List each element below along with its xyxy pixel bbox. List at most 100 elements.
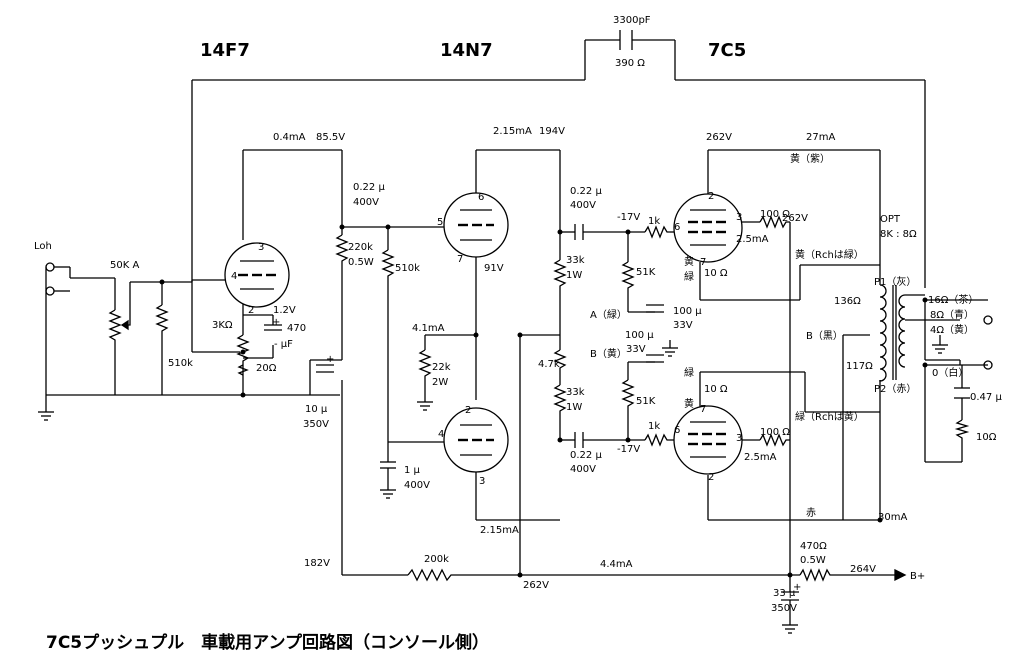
stage1-pin-p: 3	[258, 242, 264, 253]
stage2-mid-r: 4.7k	[538, 359, 560, 370]
screen-resistor-a	[759, 215, 790, 229]
stage1-current: 0.4mA	[273, 132, 306, 143]
output-lead-k-bot: 緑	[684, 366, 694, 379]
volume-label: 50K A	[110, 260, 139, 271]
output-pin7-top: 7	[700, 257, 706, 268]
grid-stopper-1k-a	[644, 225, 670, 239]
ground-tail	[417, 401, 433, 411]
ground-input	[38, 411, 54, 421]
stage2-pin4: 4	[438, 429, 444, 440]
output-transformer	[879, 284, 993, 382]
stage1-grid-r: 510k	[168, 358, 193, 369]
tube-name-v2: 14N7	[440, 40, 493, 61]
opt-label: OPT	[880, 214, 901, 225]
mid-resistor-4k7	[553, 349, 567, 375]
tube-v1	[224, 242, 290, 308]
dropping-resistor-200k	[407, 568, 458, 582]
supply-v262: 262V	[523, 580, 549, 591]
output-screen-i-bot: 2.5mA	[744, 452, 777, 463]
stage1-pin-k: 2	[248, 305, 254, 316]
output-grid-v-top: -17V	[617, 212, 640, 223]
tail-resistor-22k	[418, 349, 432, 380]
tube-name-v1: 14F7	[200, 40, 250, 61]
output-lead-top: 黄（紫）	[790, 152, 830, 165]
stage1-plate-v: 85.5V	[316, 132, 345, 143]
output-pin3-bot: 3	[736, 433, 742, 444]
stage2-tail-r: 22k	[432, 362, 451, 373]
feedback-cap-label: 3300pF	[613, 15, 651, 26]
output-cap-bot-v: 400V	[570, 464, 596, 475]
opt-p1: P1（灰）	[874, 275, 916, 288]
stage1-coupling-cap: 0.22 μ	[353, 182, 385, 193]
output-lead-k-top: 黄	[684, 255, 694, 268]
opt-tap8: 8Ω（青）	[930, 308, 974, 321]
speaker-terminal-common	[983, 360, 993, 370]
stage1-dec-cap-plus: +	[326, 354, 334, 365]
output-cap-bot: 0.22 μ	[570, 450, 602, 461]
volume-pot	[108, 309, 122, 345]
supply-cap-v: 350V	[771, 603, 797, 614]
output-lead-k-top2: 緑	[684, 270, 694, 283]
stage1-pin-g: 4	[231, 271, 237, 282]
cathode-resistor-3k	[236, 334, 250, 375]
stage2-pin7: 7	[457, 254, 463, 265]
opt-lead-p1: 黄（Rchは緑）	[795, 248, 864, 261]
stage2-current-top: 2.15mA	[493, 126, 532, 137]
output-lead-red: 赤	[806, 507, 816, 519]
output-bias-cap-top-v: 33V	[673, 320, 693, 331]
stage1-cath-cap-plus: +	[272, 317, 280, 328]
opt-r1: 136Ω	[834, 296, 861, 307]
ground-supply	[782, 624, 798, 634]
stage2-pin3: 3	[479, 476, 485, 487]
stage2-load-r2: 33k	[566, 387, 585, 398]
output-screen-r-bot: 100 Ω	[760, 427, 790, 438]
stage1-dec-cap-v: 350V	[303, 419, 329, 430]
output-pin6-top: 6	[674, 222, 680, 233]
stage1-cath-cap-unit: - μF	[274, 339, 293, 350]
supply-r470-w: 0.5W	[800, 555, 826, 566]
bias-resistor-51k-b	[621, 379, 635, 410]
output-pin7-bot: 7	[700, 404, 706, 415]
output-cap-top-v: 400V	[570, 200, 596, 211]
output-cath-r-top: 10 Ω	[704, 268, 728, 279]
output-grid-r-top: 1k	[648, 216, 660, 227]
plate-resistor-220k	[335, 234, 349, 270]
output-bias-cap-top: 100 μ	[673, 306, 702, 317]
opt-lead-p2: 緑（Rchは黄）	[795, 410, 864, 423]
supply-r470: 470Ω	[800, 541, 827, 552]
stage1-dec-cap: 10 μ	[305, 404, 328, 415]
opt-zobel-r: 10Ω	[976, 432, 997, 443]
output-pin2-top: 2	[708, 191, 714, 202]
stage1-cath-r: 3KΩ	[212, 320, 233, 331]
opt-r2: 117Ω	[846, 361, 873, 372]
tube-v2-lower	[443, 407, 509, 473]
output-plate-v: 262V	[706, 132, 732, 143]
stage2-pin2: 2	[465, 405, 471, 416]
ground-grid-cap	[380, 468, 396, 499]
output-lead-b: B（黄）	[590, 347, 627, 360]
output-cap-top: 0.22 μ	[570, 186, 602, 197]
output-screen-i-top: 2.5mA	[736, 234, 769, 245]
stage2-load-r1-w: 1W	[566, 270, 582, 281]
stage1-plate-r-w: 0.5W	[348, 257, 374, 268]
junction-dots	[159, 224, 928, 578]
stage1-cath-r2: 20Ω	[256, 363, 277, 374]
supply-v182: 182V	[304, 558, 330, 569]
stage2-pin7-v: 91V	[484, 263, 504, 274]
stage1-cath-cap-v: 1.2V	[273, 305, 296, 316]
resistors	[108, 215, 970, 582]
feedback-res-label: 390 Ω	[615, 58, 645, 69]
supply-v264: 264V	[850, 564, 876, 575]
input-label: Loh	[34, 241, 52, 252]
stage2-load-r2-w: 1W	[566, 402, 582, 413]
stage1-coupling-cap-v: 400V	[353, 197, 379, 208]
input-jack-hot	[45, 262, 55, 272]
bplus-arrow	[894, 568, 907, 582]
output-current-top: 27mA	[806, 132, 835, 143]
stage2-current-bottom: 2.15mA	[480, 525, 519, 536]
ground-bias	[662, 340, 678, 357]
opt-ratio: 8K : 8Ω	[880, 229, 917, 240]
grid-resistor-510k-b	[381, 249, 395, 290]
output-bias-r-bot: 51K	[636, 396, 656, 407]
